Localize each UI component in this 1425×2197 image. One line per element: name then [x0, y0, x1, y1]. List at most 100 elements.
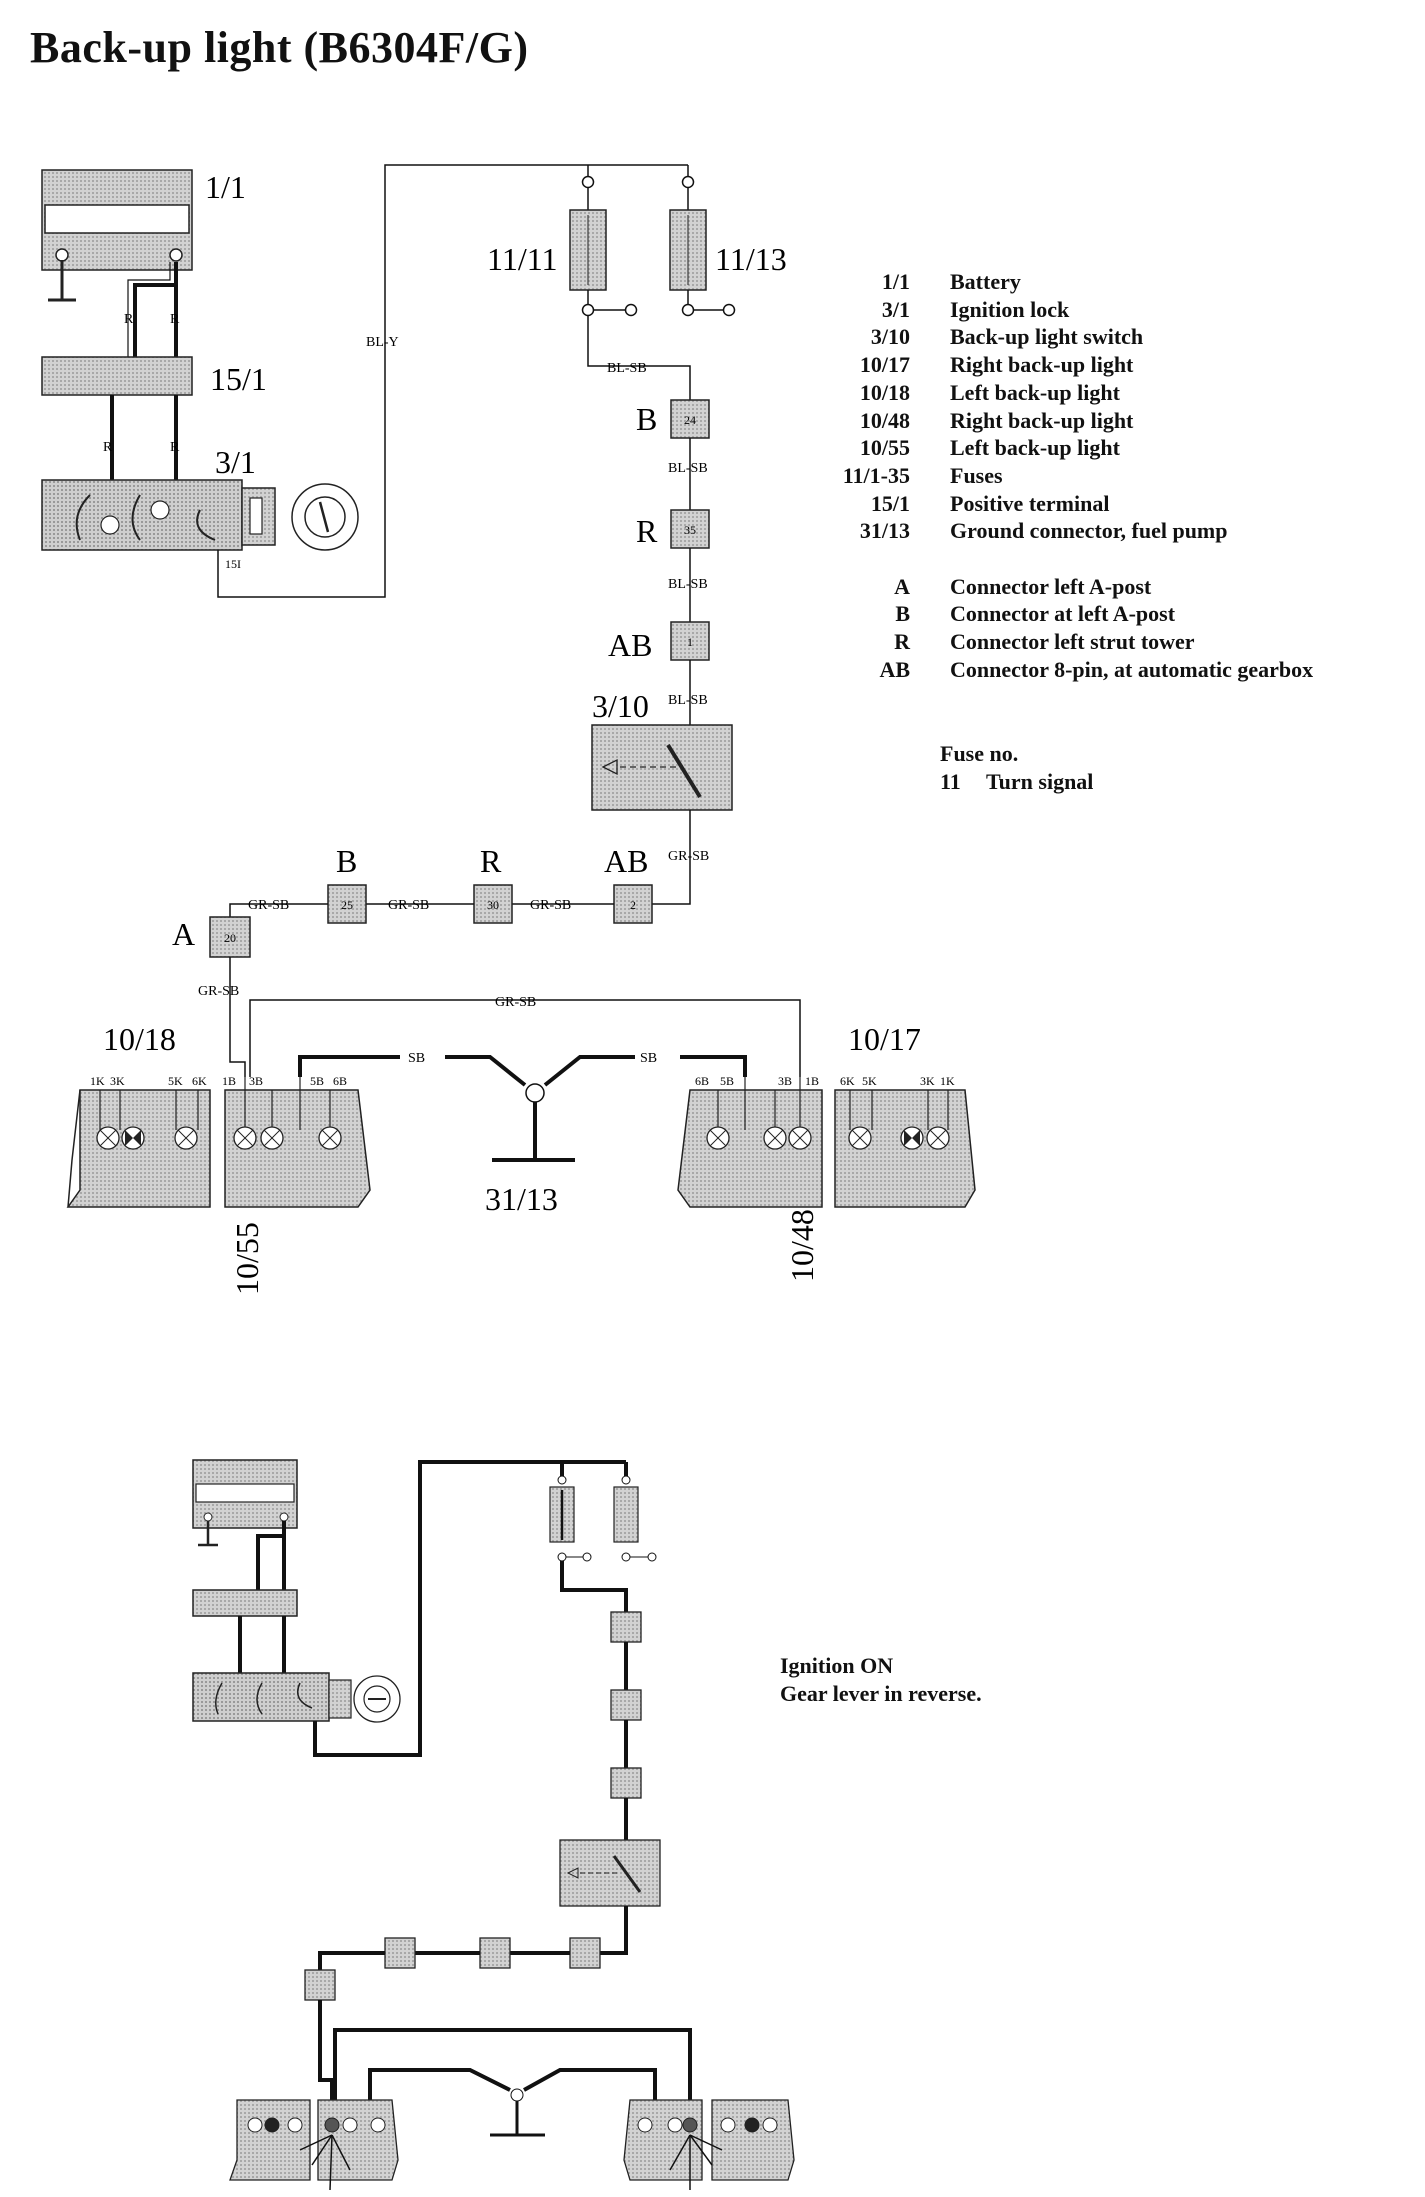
battery: [41, 169, 193, 302]
legend-desc: Left back-up light: [950, 435, 1120, 461]
legend-row: 15/1 Positive terminal: [780, 490, 1313, 518]
fuse-note-heading: Fuse no.: [940, 741, 1019, 766]
legend-code: 3/10: [870, 324, 910, 350]
bulb-icon: [848, 1126, 872, 1150]
connector-ab-2-label: AB: [604, 843, 648, 879]
legend-desc: Battery: [950, 269, 1021, 294]
legend-desc: Connector at left A-post: [950, 601, 1176, 627]
bulb-icon: [900, 1126, 924, 1150]
pin-1k: 1K: [90, 1074, 105, 1088]
legend-code: 10/48: [859, 407, 910, 433]
connector-ab-1-label: AB: [608, 627, 652, 663]
pin-5k: 5K: [168, 1074, 183, 1088]
legend-code: AB: [879, 656, 910, 682]
legend-code: A: [894, 573, 910, 599]
wire-color-bl-sb: BL-SB: [607, 361, 647, 376]
bulb-icon: [233, 1126, 257, 1150]
bulb-icon: [763, 1126, 787, 1150]
wire-color-sb: SB: [640, 1051, 657, 1066]
fuse-note-text: Turn signal: [986, 769, 1094, 794]
connector-r-35-label: R: [636, 513, 658, 549]
wire-color-r: R: [170, 440, 180, 455]
legend-desc: Back-up light switch: [950, 324, 1144, 350]
connector-ab-1: [670, 621, 710, 661]
legend-desc: Positive terminal: [950, 490, 1110, 516]
legend-desc: Right back-up light: [950, 352, 1134, 378]
connector-b-25-label: B: [336, 843, 357, 879]
fuse-11-label: 11/11: [487, 241, 558, 277]
legend-desc: Ground connector, fuel pump: [950, 518, 1228, 544]
bulb-icon: [318, 1126, 342, 1150]
left-backup-light-outer: [66, 1089, 211, 1208]
connector-ab-2: [613, 884, 653, 924]
current-flow-diagram: [192, 1459, 795, 2191]
pin-5b: 5B: [720, 1074, 734, 1088]
right-light-inner-label: 10/48: [784, 1209, 820, 1282]
backup-light-switch: [591, 724, 733, 811]
wire-color-gr-sb: GR-SB: [248, 898, 289, 913]
legend-desc: Connector left A-post: [950, 573, 1152, 599]
pin-6k: 6K: [192, 1074, 207, 1088]
pin-3k: 3K: [920, 1074, 935, 1088]
page-title: Back-up light (B6304F/G): [30, 23, 529, 72]
pin-1k: 1K: [940, 1074, 955, 1088]
legend-row: 10/18 Left back-up light: [780, 379, 1313, 407]
bulb-icon: [260, 1126, 284, 1150]
connector-ab-2-pin: 2: [630, 898, 636, 912]
connector-r-30-label: R: [480, 843, 502, 879]
connector-a-20-label: A: [172, 916, 195, 952]
wire-color-gr-sb: GR-SB: [668, 849, 709, 864]
legend-code: 3/1: [881, 296, 910, 322]
legend-desc: Fuses: [950, 462, 1003, 488]
wire-color-gr-sb: GR-SB: [530, 898, 571, 913]
wire-color-bl-sb: BL-SB: [668, 461, 708, 476]
wire-color-bl-sb: BL-SB: [668, 693, 708, 708]
connector-r-35-pin: 35: [684, 523, 696, 537]
fuse-13-label: 11/13: [715, 241, 787, 277]
legend-code: R: [894, 629, 910, 655]
pin-6k: 6K: [840, 1074, 855, 1088]
legend-row: 11/1-35 Fuses: [780, 462, 1313, 490]
pin-3b: 3B: [778, 1074, 792, 1088]
connector-r-30-pin: 30: [487, 898, 499, 912]
pin-3k: 3K: [110, 1074, 125, 1088]
bulb-icon: [926, 1126, 950, 1150]
right-backup-light-outer: [834, 1089, 976, 1208]
pin-1b: 1B: [222, 1074, 236, 1088]
state-note-line1: Ignition ON: [780, 1653, 894, 1678]
wire-color-gr-sb: GR-SB: [495, 995, 536, 1010]
wire-color-r: R: [170, 312, 180, 327]
connector-b-24-label: B: [636, 401, 657, 437]
legend-code: 10/55: [859, 435, 910, 461]
legend-code: 15/1: [870, 490, 910, 516]
left-light-outer-label: 10/18: [103, 1021, 176, 1057]
right-light-outer-label: 10/17: [848, 1021, 921, 1057]
connector-a-20-pin: 20: [224, 931, 236, 945]
pin-1b: 1B: [805, 1074, 819, 1088]
battery-label: 1/1: [205, 169, 246, 205]
wire-color-gr-sb: GR-SB: [388, 898, 429, 913]
pin-3b: 3B: [249, 1074, 263, 1088]
wire-color-sb: SB: [408, 1051, 425, 1066]
legend-code: 11/1-35: [842, 462, 910, 488]
bulb-icon: [788, 1126, 812, 1150]
connector-ab-1-pin: 1: [687, 635, 693, 649]
legend-code: 1/1: [881, 269, 910, 294]
legend-row: 1/1 Battery: [780, 268, 1313, 296]
ignition-lock: [41, 479, 359, 551]
legend-code: 10/18: [859, 379, 910, 405]
wire-color-gr-sb: GR-SB: [198, 984, 239, 999]
wire-color-bl-sb: BL-SB: [668, 577, 708, 592]
pin-6b: 6B: [333, 1074, 347, 1088]
legend-desc: Left back-up light: [950, 379, 1120, 405]
